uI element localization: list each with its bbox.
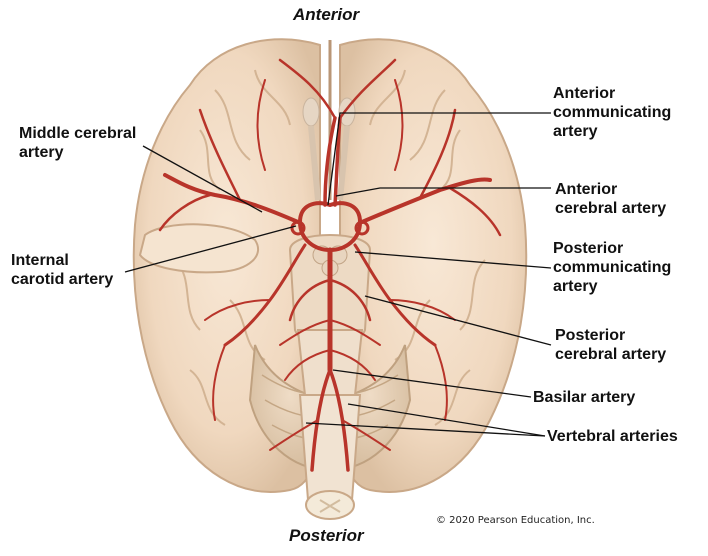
leader-anterior-cerebral <box>335 187 551 197</box>
arteries <box>158 58 502 472</box>
label-basilar-artery: Basilar artery <box>533 389 636 406</box>
leader-basilar <box>332 369 532 398</box>
label-anterior-communicating-artery: Anterior communicating artery <box>553 85 672 140</box>
leader-internal-carotid <box>124 225 297 273</box>
label-middle-cerebral-artery: Middle cerebral artery <box>19 125 137 161</box>
leader-vertebral-2 <box>305 422 546 437</box>
label-posterior-cerebral-artery: Posterior cerebral artery <box>555 327 667 363</box>
posterior-label: Posterior <box>289 526 364 545</box>
label-posterior-communicating-artery: Posterior communicating artery <box>553 240 672 295</box>
vertebral-arteries-vessel <box>310 368 332 472</box>
label-anterior-cerebral-artery: Anterior cerebral artery <box>555 181 667 217</box>
copyright-notice: © 2020 Pearson Education, Inc. <box>436 515 595 526</box>
leader-vertebral-1 <box>347 403 546 437</box>
leader-lines <box>124 112 552 437</box>
label-vertebral-arteries: Vertebral arteries <box>547 428 678 445</box>
leader-anterior-communicating <box>327 112 551 206</box>
temporal-lobe-left <box>138 223 260 274</box>
label-internal-carotid-artery: Internal carotid artery <box>11 252 114 288</box>
leader-posterior-communicating <box>354 251 552 269</box>
leader-middle-cerebral <box>142 145 263 213</box>
anterior-label: Anterior <box>293 5 360 24</box>
leader-posterior-cerebral <box>364 295 552 346</box>
